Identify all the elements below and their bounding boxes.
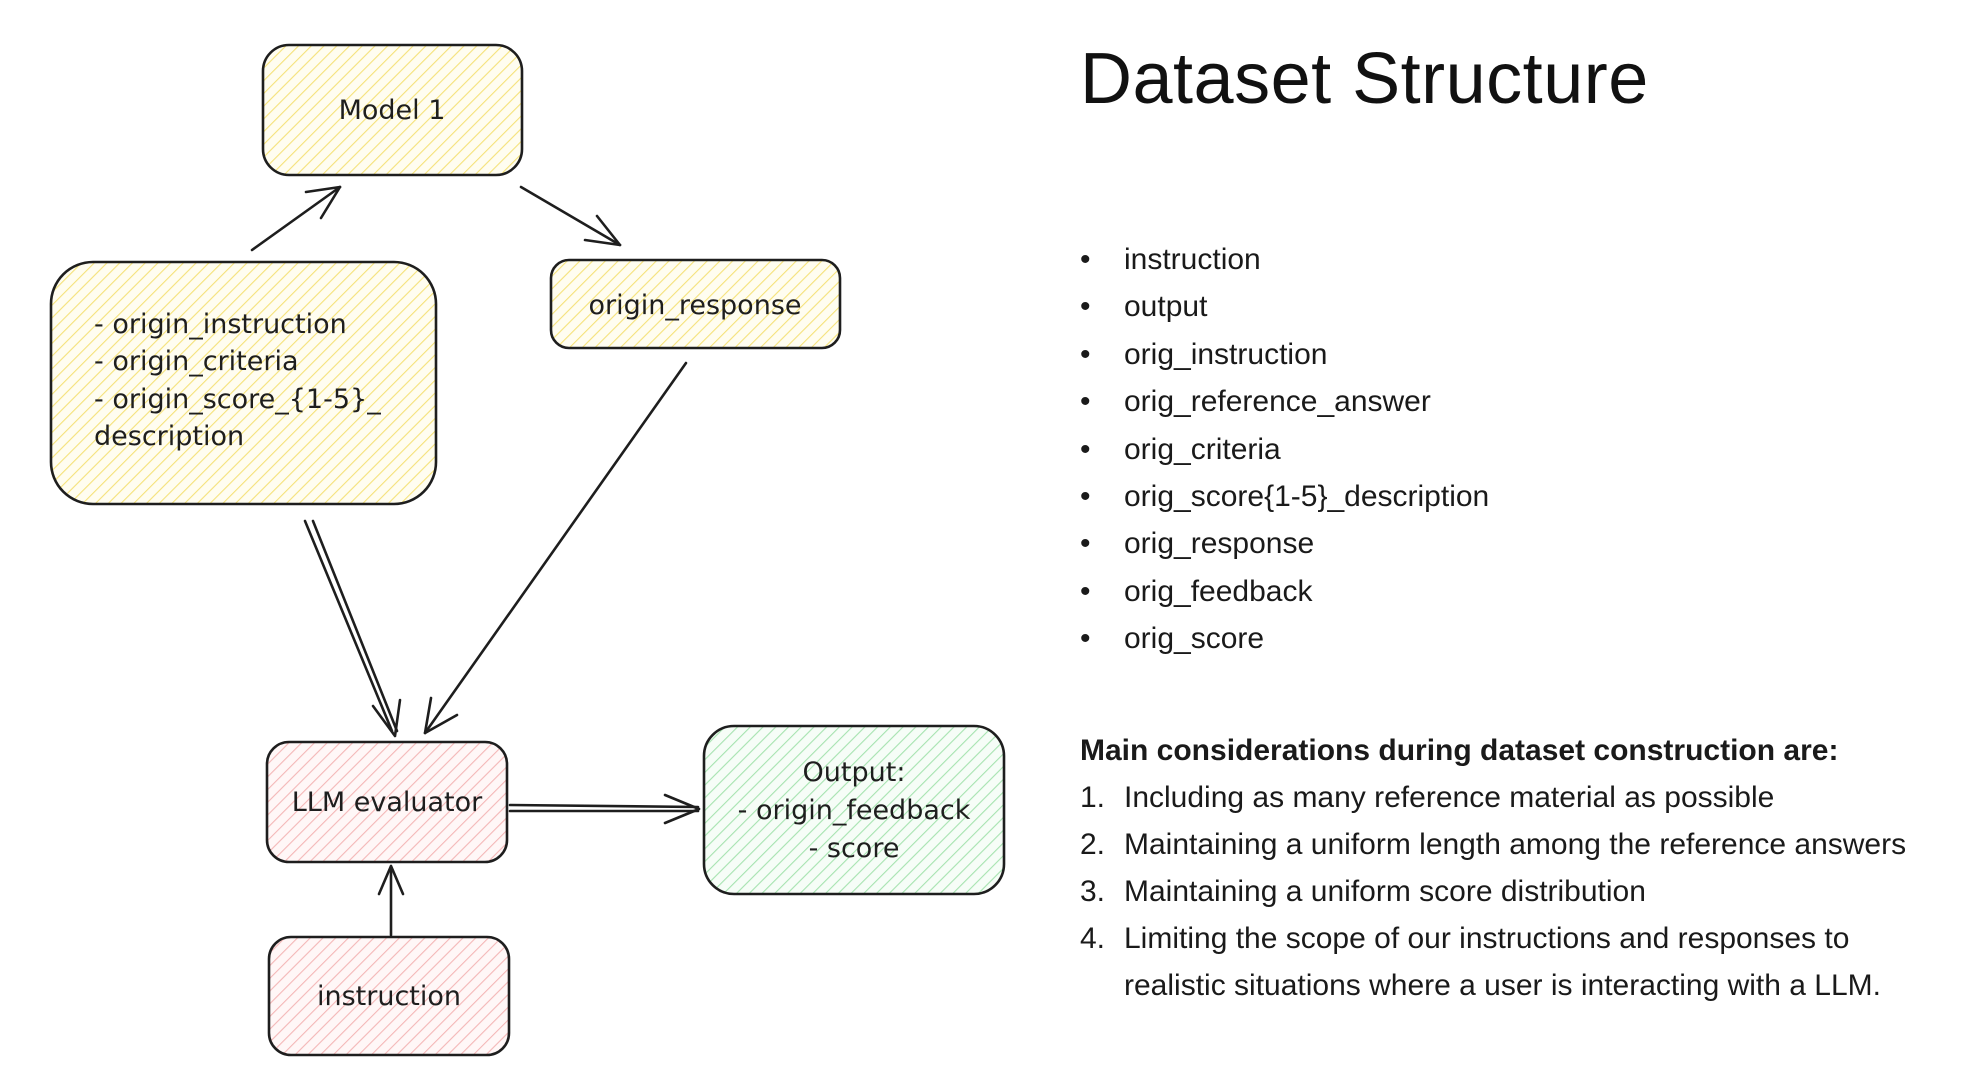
field-label: orig_feedback	[1124, 574, 1313, 608]
bullet-marker: •	[1080, 527, 1091, 561]
consideration-item: 3. Maintaining a uniform score distributi…	[1080, 868, 1956, 915]
field-label: orig_reference_answer	[1124, 385, 1431, 419]
edges	[250, 185, 701, 937]
field-label: orig_criteria	[1124, 432, 1281, 466]
bullet-marker: •	[1080, 480, 1091, 514]
edge-inputs-to-evaluator	[303, 519, 402, 738]
edge-instruction-to-evaluator	[377, 864, 405, 937]
edge-model-to-response	[519, 185, 622, 247]
consideration-item: 4. Limiting the scope of our instructions…	[1080, 915, 1956, 1009]
consideration-item: 1. Including as many reference material a…	[1080, 774, 1956, 821]
flow-diagram: Model 1 - origin_instruction - origin_cr…	[49, 43, 1006, 1057]
node-instruction-label: instruction	[317, 981, 461, 1012]
node-output-line-1: Output:	[803, 757, 906, 788]
consideration-item: 2. Maintaining a uniform length among the…	[1080, 821, 1956, 868]
edge-response-to-evaluator	[423, 361, 688, 735]
node-origin-response-label: origin_response	[588, 290, 801, 321]
node-origin-inputs-line-3: - origin_score_{1-5}_	[94, 384, 381, 415]
consideration-number: 3.	[1080, 875, 1106, 908]
node-evaluator: LLM evaluator	[265, 740, 509, 864]
node-origin-inputs-line-1: - origin_instruction	[94, 309, 347, 340]
bullet-marker: •	[1080, 243, 1091, 276]
field-label: instruction	[1124, 243, 1261, 276]
field-item: • instruction	[1080, 236, 1489, 283]
consideration-text: Limiting the scope of our instructions a…	[1124, 922, 1882, 1002]
node-model-label: Model 1	[339, 95, 446, 126]
field-label: orig_score	[1124, 622, 1265, 656]
consideration-number: 4.	[1080, 922, 1106, 955]
node-evaluator-label: LLM evaluator	[292, 787, 483, 818]
bullet-marker: •	[1080, 385, 1091, 419]
consideration-text: Maintaining a uniform length among the r…	[1124, 828, 1907, 861]
considerations-heading: Main considerations during dataset const…	[1080, 734, 1839, 767]
node-instruction: instruction	[267, 935, 511, 1057]
field-list: • instruction • output • orig_instruction •…	[1080, 236, 1489, 663]
consideration-text: Maintaining a uniform score distribution	[1124, 875, 1646, 908]
field-item: • orig_instruction	[1080, 331, 1489, 378]
node-origin-inputs: - origin_instruction - origin_criteria -…	[49, 260, 438, 506]
info-panel: Dataset Structure • instruction • output •…	[1080, 0, 1960, 1091]
field-item: • orig_reference_answer	[1080, 378, 1489, 425]
field-item: • orig_criteria	[1080, 426, 1489, 473]
field-item: • output	[1080, 283, 1489, 330]
edge-inputs-to-model	[250, 185, 342, 252]
considerations-list: 1. Including as many reference material a…	[1080, 774, 1960, 1009]
edge-evaluator-to-output	[508, 793, 701, 825]
bullet-marker: •	[1080, 622, 1091, 656]
bullet-marker: •	[1080, 290, 1091, 324]
bullet-marker: •	[1080, 574, 1091, 608]
consideration-number: 2.	[1080, 828, 1106, 861]
page-title: Dataset Structure	[1080, 39, 1649, 119]
considerations-section: Main considerations during dataset const…	[1080, 728, 1960, 1009]
node-output-line-3: - score	[809, 833, 900, 864]
field-item: • orig_score	[1080, 615, 1489, 662]
bullet-marker: •	[1080, 432, 1091, 466]
consideration-text: Including as many reference material as …	[1124, 781, 1775, 814]
node-output: Output: - origin_feedback - score	[702, 724, 1006, 896]
node-output-line-2: - origin_feedback	[738, 795, 971, 826]
node-origin-response: origin_response	[549, 258, 842, 350]
consideration-number: 1.	[1080, 781, 1106, 814]
field-label: orig_score{1-5}_description	[1124, 480, 1490, 514]
node-origin-inputs-line-2: - origin_criteria	[94, 346, 299, 377]
bullet-marker: •	[1080, 337, 1091, 371]
field-item: • orig_feedback	[1080, 568, 1489, 615]
field-label: output	[1124, 290, 1208, 324]
field-item: • orig_response	[1080, 520, 1489, 567]
field-label: orig_response	[1124, 527, 1315, 561]
field-item: • orig_score{1-5}_description	[1080, 473, 1489, 520]
node-origin-inputs-line-4: description	[94, 421, 244, 452]
node-model: Model 1	[261, 43, 524, 177]
field-label: orig_instruction	[1124, 337, 1328, 371]
